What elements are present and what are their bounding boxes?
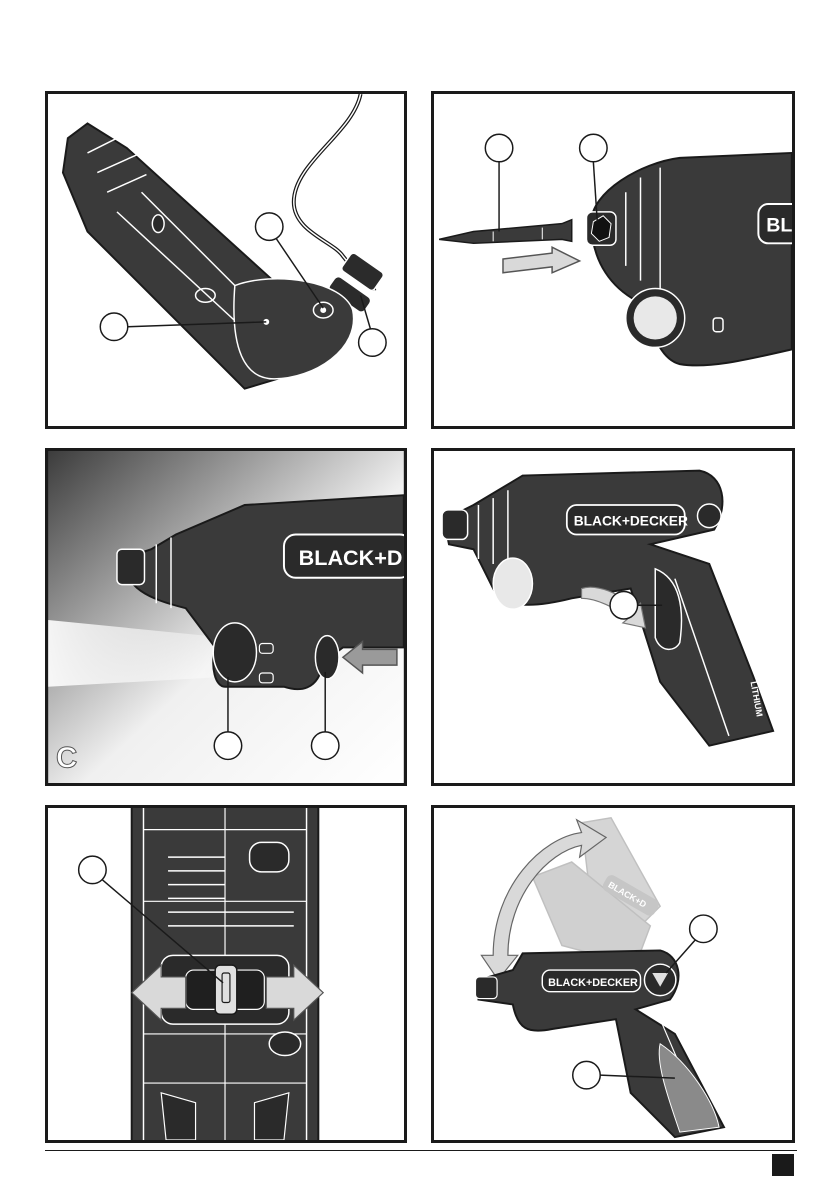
callout-1 bbox=[485, 134, 513, 231]
screwdriver-pistol: BLACK+DECKER LITHIUM bbox=[442, 471, 773, 746]
callout-3 bbox=[359, 295, 387, 356]
figure-e-illustration bbox=[48, 808, 404, 1140]
page-marker bbox=[772, 1154, 794, 1176]
screwdriver-head: BL bbox=[586, 153, 792, 365]
figure-a-charging bbox=[45, 91, 407, 429]
figure-f-pivot-positions: BLACK+D BLACK+DECKER bbox=[431, 805, 795, 1143]
brand-label-b: BL bbox=[766, 215, 792, 237]
insert-arrow bbox=[503, 247, 580, 273]
figure-f-illustration: BLACK+D BLACK+DECKER bbox=[434, 808, 792, 1140]
figure-d-illustration: BLACK+DECKER LITHIUM bbox=[434, 451, 792, 783]
brand-label-d: BLACK+DECKER bbox=[574, 514, 688, 529]
figure-c-led-light: BLACK+D C bbox=[45, 448, 407, 786]
figure-b-illustration: BL bbox=[434, 94, 792, 426]
screwdriver-bit bbox=[439, 220, 572, 244]
screwdriver-main: BLACK+DECKER bbox=[475, 950, 724, 1137]
footer-rule bbox=[45, 1150, 797, 1151]
figure-a-illustration bbox=[48, 94, 404, 426]
brand-label-c: BLACK+D bbox=[299, 545, 403, 570]
figure-c-illustration: BLACK+D C bbox=[48, 451, 404, 783]
figure-letter: C bbox=[56, 741, 77, 774]
brand-label-f: BLACK+DECKER bbox=[548, 977, 638, 989]
figure-d-trigger: BLACK+DECKER LITHIUM bbox=[431, 448, 795, 786]
figure-e-direction-switch bbox=[45, 805, 407, 1143]
callout-1 bbox=[666, 915, 717, 973]
figure-b-bit-insertion: BL bbox=[431, 91, 795, 429]
